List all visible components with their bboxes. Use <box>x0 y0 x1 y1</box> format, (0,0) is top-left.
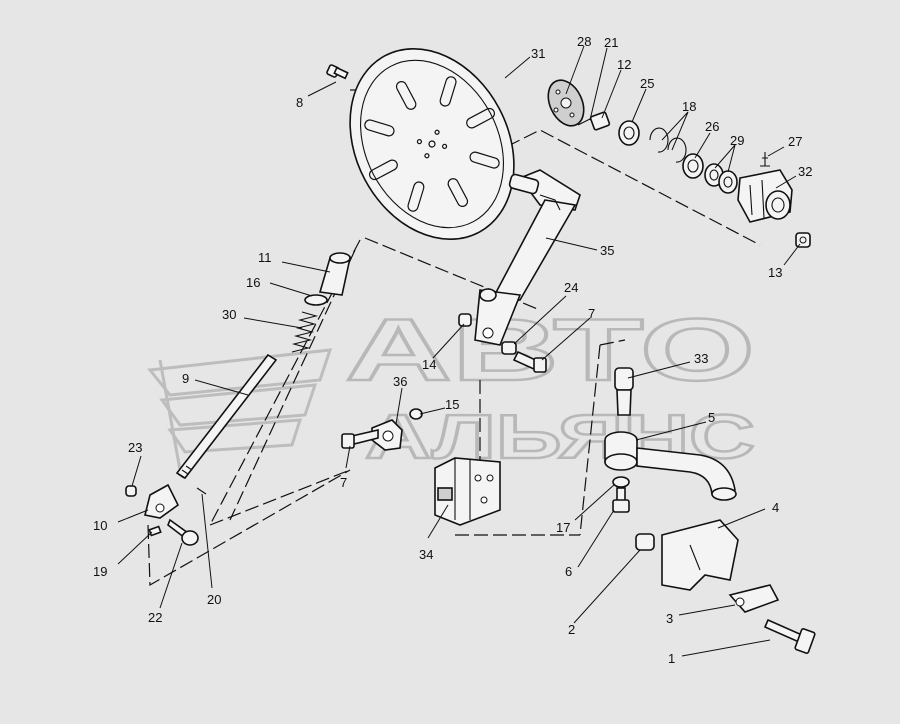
part-5-pipe-fitting <box>604 431 737 501</box>
callout-16: 16 <box>246 275 260 290</box>
callout-12: 12 <box>617 57 631 72</box>
part-17-washer <box>612 476 630 488</box>
callout-32: 32 <box>798 164 812 179</box>
callout-27: 27 <box>788 134 802 149</box>
part-12-nut <box>589 111 611 131</box>
callout-19: 19 <box>93 564 107 579</box>
part-24-bushing <box>501 341 517 355</box>
callout-33: 33 <box>694 351 708 366</box>
callout-23: 23 <box>128 440 142 455</box>
callout-17: 17 <box>556 520 570 535</box>
callout-10: 10 <box>93 518 107 533</box>
part-26-bearing <box>682 153 704 179</box>
callout-36: 36 <box>393 374 407 389</box>
part-27-grease-nipple <box>760 152 770 167</box>
callout-4: 4 <box>772 500 779 515</box>
part-35-steering-bracket <box>474 169 581 346</box>
callout-5: 5 <box>708 410 715 425</box>
part-1-bolt <box>763 618 816 654</box>
part-9-shaft <box>175 353 278 480</box>
callout-20: 20 <box>207 592 221 607</box>
callout-7-left: 7 <box>340 475 347 490</box>
callout-8: 8 <box>296 95 303 110</box>
part-32-hub <box>737 169 793 223</box>
callout-3: 3 <box>666 611 673 626</box>
callout-6: 6 <box>565 564 572 579</box>
part-14-nut <box>458 313 472 327</box>
part-31-handwheel <box>349 47 515 241</box>
part-29-washers <box>704 163 738 194</box>
part-22-bolt <box>167 518 199 546</box>
part-21-pin <box>577 117 593 126</box>
callout-31: 31 <box>531 46 545 61</box>
callout-2: 2 <box>568 622 575 637</box>
callout-15: 15 <box>445 397 459 412</box>
part-18-circlips <box>649 127 687 163</box>
part-23-plug <box>125 485 137 497</box>
callout-9: 9 <box>182 371 189 386</box>
part-20-pin <box>196 487 207 495</box>
callout-18: 18 <box>682 99 696 114</box>
callout-25: 25 <box>640 76 654 91</box>
watermark-logo: АВТО АЛЬЯНС <box>147 299 756 473</box>
callout-22: 22 <box>148 610 162 625</box>
callout-35: 35 <box>600 243 614 258</box>
part-34-valve-block <box>434 457 501 526</box>
leader-lines <box>117 45 801 657</box>
part-7-bolt-left <box>341 428 379 449</box>
part-30-spring <box>291 311 319 353</box>
watermark-line1: АВТО <box>345 300 755 399</box>
callout-labels: 1 2 3 4 5 6 7 7 8 9 10 11 12 13 14 15 16… <box>93 34 812 666</box>
part-28-flange <box>547 79 585 127</box>
callout-1: 1 <box>668 651 675 666</box>
callout-26: 26 <box>705 119 719 134</box>
part-13-nut <box>795 232 811 248</box>
callout-29: 29 <box>730 133 744 148</box>
callout-30: 30 <box>222 307 236 322</box>
part-33-spool <box>614 367 634 416</box>
callout-34: 34 <box>419 547 433 562</box>
callout-28: 28 <box>577 34 591 49</box>
part-11-sleeve <box>318 252 351 296</box>
part-7-bolt-right <box>512 350 547 373</box>
part-10-yoke <box>144 483 180 519</box>
part-16-washer <box>304 294 328 306</box>
part-25-bearing <box>618 120 640 146</box>
part-6-screw <box>612 487 630 513</box>
part-3-clamp-arm <box>728 584 780 613</box>
callout-11: 11 <box>258 250 272 265</box>
part-19-pin <box>148 525 162 537</box>
callout-7-right: 7 <box>588 306 595 321</box>
callout-13: 13 <box>768 265 782 280</box>
part-8-screw <box>326 64 349 80</box>
callout-14: 14 <box>422 357 436 372</box>
callout-24: 24 <box>564 280 578 295</box>
callout-21: 21 <box>604 35 618 50</box>
part-4-lever <box>661 519 739 591</box>
part-2-nut <box>635 533 655 551</box>
assembly-dashed-lines <box>147 89 761 587</box>
